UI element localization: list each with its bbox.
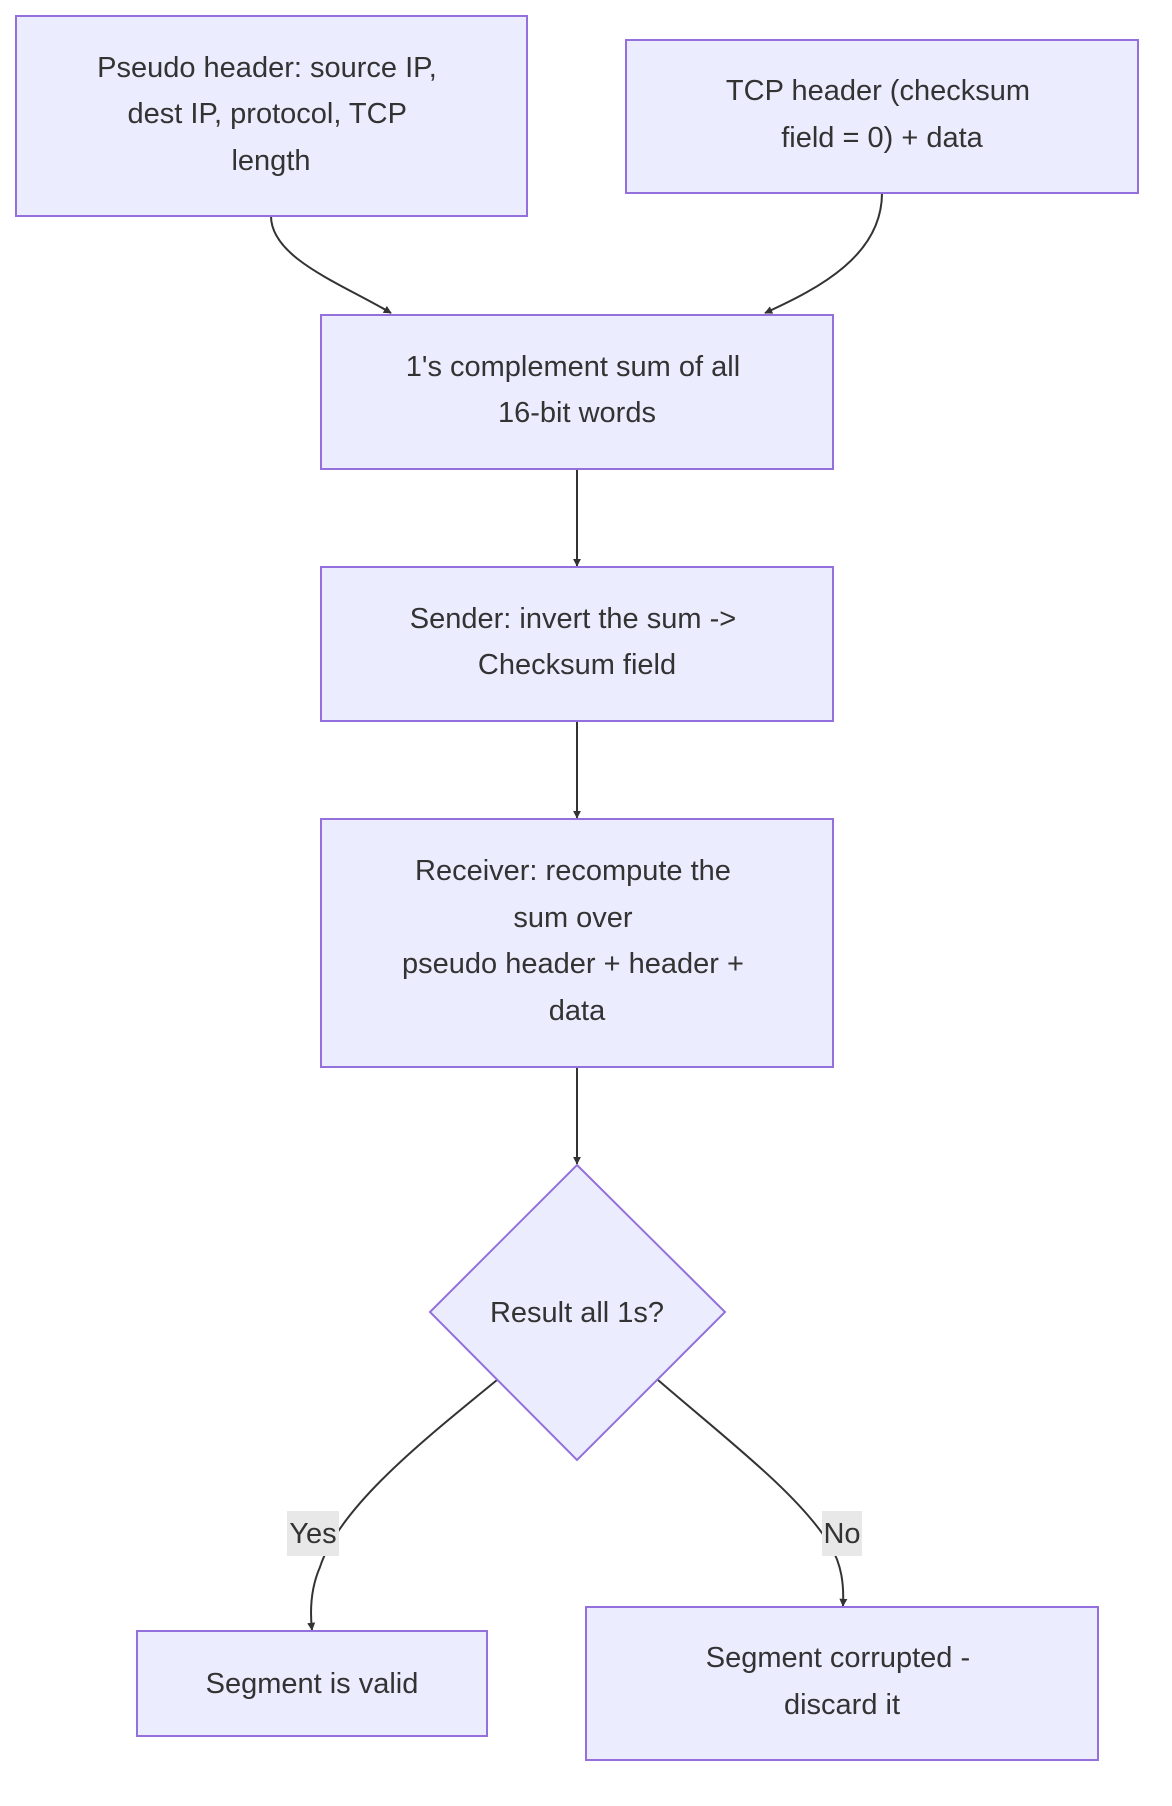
node-ones-complement-sum-text: 1's complement sum of all 16-bit words xyxy=(406,351,748,429)
edge-decision-no xyxy=(657,1379,848,1607)
node-corrupted: Segment corrupted - discard it xyxy=(585,1606,1099,1761)
edge-label-yes: Yes xyxy=(287,1511,339,1556)
node-valid-text: Segment is valid xyxy=(206,1668,419,1700)
node-corrupted-text: Segment corrupted - discard it xyxy=(706,1642,978,1721)
node-pseudo-header-text: Pseudo header: source IP, dest IP, proto… xyxy=(97,52,445,177)
node-decision-text: Result all 1s? xyxy=(490,1297,664,1329)
node-valid: Segment is valid xyxy=(136,1630,488,1737)
edge-label-yes-text: Yes xyxy=(289,1518,336,1550)
node-tcp-header: TCP header (checksum field = 0) + data xyxy=(625,39,1139,194)
node-receiver: Receiver: recompute the sum over pseudo … xyxy=(320,818,834,1068)
edge-label-no-text: No xyxy=(823,1518,860,1550)
node-decision: Result all 1s? xyxy=(428,1163,727,1462)
edge-label-no: No xyxy=(822,1511,862,1556)
edge-pseudo-to-sum xyxy=(270,215,392,314)
node-receiver-text: Receiver: recompute the sum over pseudo … xyxy=(402,855,752,1027)
edge-tcp-to-sum xyxy=(764,192,883,314)
node-sender-text: Sender: invert the sum -> Checksum field xyxy=(410,603,744,681)
node-tcp-header-text: TCP header (checksum field = 0) + data xyxy=(726,75,1038,154)
node-sender: Sender: invert the sum -> Checksum field xyxy=(320,566,834,722)
node-ones-complement-sum: 1's complement sum of all 16-bit words xyxy=(320,314,834,470)
node-pseudo-header: Pseudo header: source IP, dest IP, proto… xyxy=(15,15,528,217)
edge-decision-yes xyxy=(307,1379,498,1631)
